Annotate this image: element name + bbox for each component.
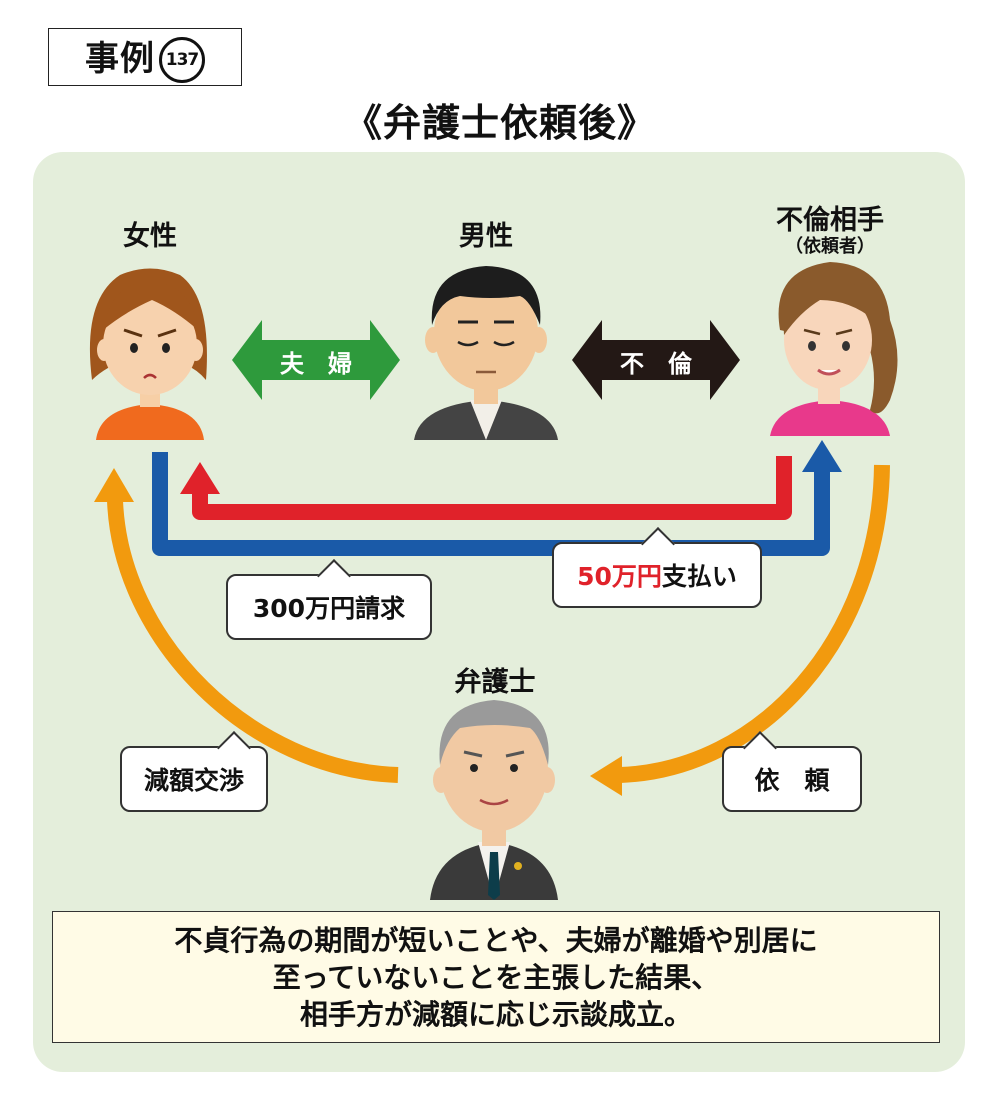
case-label-word: 事例 xyxy=(85,38,155,79)
affair-partner-label: 不倫相手 xyxy=(776,205,884,236)
negotiation-text: 減額交渉 xyxy=(143,766,244,795)
claim-bubble: 300万円請求 xyxy=(226,559,432,640)
case-number-badge: 137 xyxy=(159,37,205,84)
page-title: 《弁護士依頼後》 xyxy=(343,101,656,145)
claim-suffix: 請求 xyxy=(355,594,406,623)
affair-label: 不 倫 xyxy=(620,350,692,378)
summary-box: 不貞行為の期間が短いことや、夫婦が離婚や別居に 至っていないことを主張した結果、… xyxy=(52,911,940,1043)
summary-line-1: 不貞行為の期間が短いことや、夫婦が離婚や別居に xyxy=(174,923,818,957)
woman-figure xyxy=(89,268,207,440)
affair-partner-figure xyxy=(770,262,898,436)
summary-line-3: 相手方が減額に応じ示談成立。 xyxy=(299,997,692,1031)
couple-arrow xyxy=(232,320,400,400)
lawyer-figure xyxy=(430,700,558,900)
man-label: 男性 xyxy=(459,221,513,252)
negotiation-bubble: 減額交渉 xyxy=(120,731,268,812)
request-text: 依 頼 xyxy=(754,766,830,795)
couple-label: 夫 婦 xyxy=(280,350,352,378)
payment-bubble: 50万円支払い xyxy=(552,527,762,608)
negotiation-arrow xyxy=(94,468,399,783)
man-figure xyxy=(414,266,558,440)
claim-amount: 300万円 xyxy=(252,594,356,623)
payment-amount: 50万円 xyxy=(577,562,662,591)
payment-suffix: 支払い xyxy=(661,562,737,591)
request-arrow xyxy=(590,464,890,796)
lawyer-label: 弁護士 xyxy=(454,667,536,698)
affair-arrow xyxy=(572,320,740,400)
summary-line-2: 至っていないことを主張した結果、 xyxy=(272,960,720,994)
claim-arrow xyxy=(152,440,842,556)
woman-label: 女性 xyxy=(123,221,177,252)
request-bubble: 依 頼 xyxy=(722,731,862,812)
payment-arrow xyxy=(180,456,792,520)
affair-partner-sublabel: （依頼者） xyxy=(785,236,875,257)
